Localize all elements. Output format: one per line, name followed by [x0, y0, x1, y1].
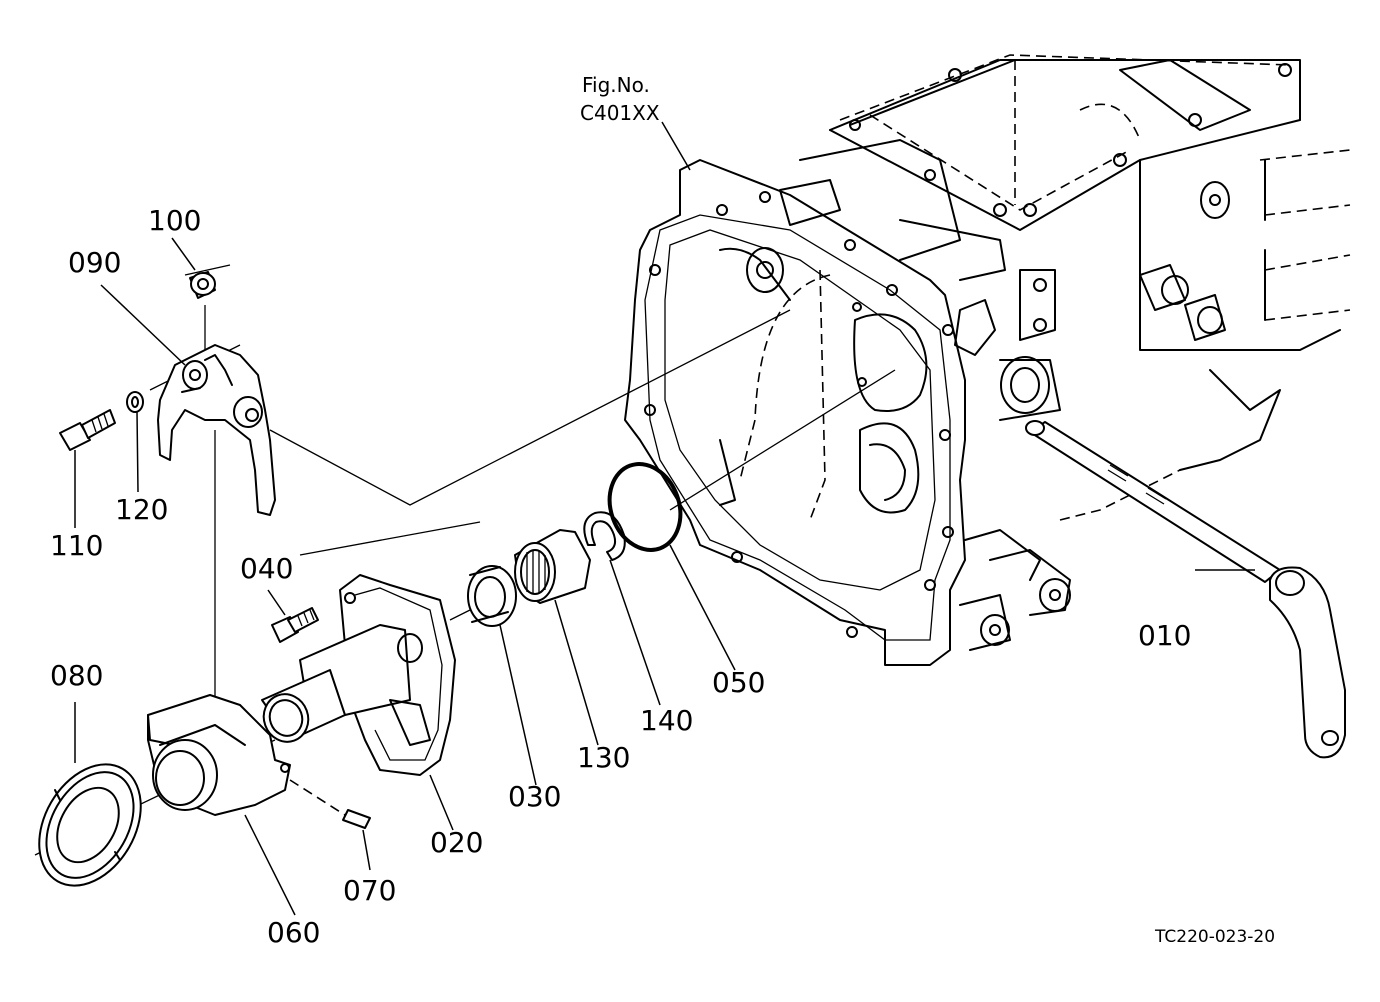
label-140: 140: [640, 704, 693, 737]
part-120-washer: [126, 391, 144, 413]
part-080-oil-seal: [38, 763, 142, 887]
label-110: 110: [50, 529, 103, 562]
label-090: 090: [68, 246, 121, 279]
part-090-shift-fork: [157, 344, 276, 516]
label-120: 120: [115, 493, 168, 526]
label-130: 130: [577, 741, 630, 774]
part-040-bolt: [271, 607, 319, 643]
part-130-needle-bearing: [514, 529, 591, 604]
fig-no-label: Fig.No.: [582, 73, 650, 97]
label-080: 080: [50, 659, 103, 692]
part-050-o-ring: [607, 462, 683, 552]
drawing-code: TC220-023-20: [1154, 927, 1275, 947]
part-020-release-guide: [261, 574, 456, 776]
leader-lines: [74, 121, 1255, 916]
part-010-shift-shaft: [1025, 420, 1346, 759]
label-100: 100: [148, 204, 201, 237]
part-110-bolt: [59, 409, 116, 451]
part-030-bearing: [467, 565, 517, 627]
transmission-case: [624, 54, 1351, 666]
label-020: 020: [430, 826, 483, 859]
part-100-bushing: [189, 271, 216, 299]
label-050: 050: [712, 666, 765, 699]
fig-number: C401XX: [580, 101, 660, 125]
part-070-pin: [289, 779, 371, 829]
label-030: 030: [508, 780, 561, 813]
label-040: 040: [240, 552, 293, 585]
label-010: 010: [1138, 619, 1191, 652]
label-070: 070: [343, 874, 396, 907]
part-140-snap-ring: [583, 511, 626, 561]
label-060: 060: [267, 916, 320, 949]
part-060-release-hub: [147, 694, 291, 816]
